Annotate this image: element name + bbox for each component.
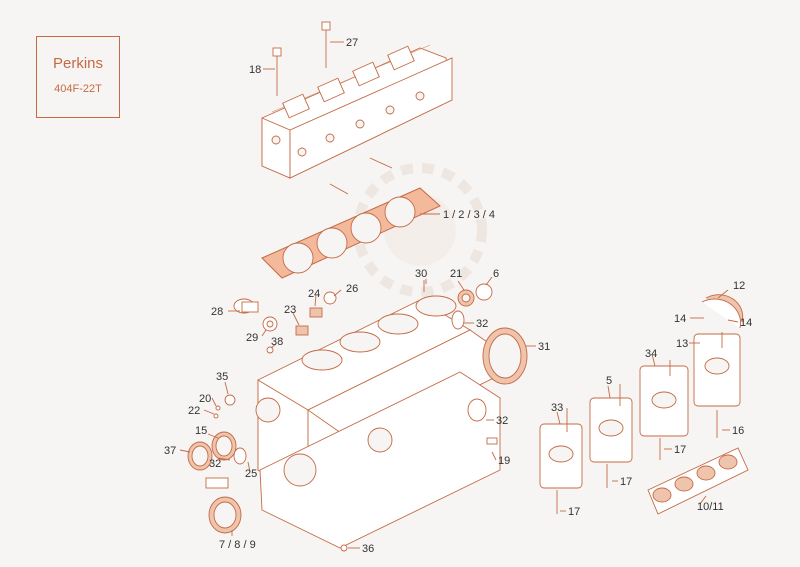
callout-14-right[interactable]: 14 (740, 317, 752, 329)
plug-35[interactable] (224, 394, 236, 406)
plug-23[interactable] (295, 325, 309, 336)
main-bearing-cap-34[interactable] (639, 360, 689, 460)
callout-27[interactable]: 27 (346, 37, 358, 49)
cylinder-head[interactable] (261, 44, 453, 179)
water-outlet-28[interactable] (233, 298, 259, 314)
callout-25[interactable]: 25 (245, 468, 257, 480)
callout-18[interactable]: 18 (249, 64, 261, 76)
plug-32-rear[interactable] (467, 398, 487, 422)
main-bearing-shells-10-11[interactable] (647, 447, 749, 515)
callout-32-upper[interactable]: 32 (476, 318, 488, 330)
callout-1-2-3-4[interactable]: 1 / 2 / 3 / 4 (443, 209, 495, 221)
thrust-washer-12-14[interactable] (701, 294, 744, 329)
callout-29[interactable]: 29 (246, 332, 258, 344)
callout-33[interactable]: 33 (551, 402, 563, 414)
callout-14-left[interactable]: 14 (674, 313, 686, 325)
callout-28[interactable]: 28 (211, 306, 223, 318)
callout-37[interactable]: 37 (164, 445, 176, 457)
callout-10-11[interactable]: 10/11 (697, 501, 724, 513)
callout-20[interactable]: 20 (199, 393, 211, 405)
callout-22[interactable]: 22 (188, 405, 200, 417)
head-bolt-27[interactable] (321, 21, 331, 68)
callout-13[interactable]: 13 (676, 338, 688, 350)
seal-21[interactable] (457, 289, 475, 307)
rear-oil-seal-31[interactable] (482, 327, 528, 385)
plug-19[interactable] (486, 437, 498, 445)
callout-32-front[interactable]: 32 (209, 458, 221, 470)
callout-21[interactable]: 21 (450, 268, 462, 280)
main-bearing-cap-33[interactable] (539, 408, 583, 514)
callout-34[interactable]: 34 (645, 348, 657, 360)
callout-17-right[interactable]: 17 (620, 476, 632, 488)
callout-17-left[interactable]: 17 (568, 506, 580, 518)
dowel-20-22[interactable] (213, 405, 221, 419)
front-seal-7-8-9[interactable] (208, 496, 242, 534)
callout-36[interactable]: 36 (362, 543, 374, 555)
main-bearing-cap-13[interactable] (693, 332, 741, 438)
callout-31[interactable]: 31 (538, 341, 550, 353)
callout-16[interactable]: 16 (732, 425, 744, 437)
callout-5[interactable]: 5 (606, 375, 612, 387)
callout-labels: 27 18 1 / 2 / 3 / 4 30 21 6 24 26 12 14 … (164, 37, 752, 555)
callout-12[interactable]: 12 (733, 280, 745, 292)
plug-32-upper[interactable] (451, 310, 465, 330)
seal-29[interactable] (262, 316, 278, 332)
brand-name: Perkins (52, 55, 104, 72)
callout-23[interactable]: 23 (284, 304, 296, 316)
plug-24[interactable] (309, 307, 323, 318)
callout-6[interactable]: 6 (493, 268, 499, 280)
callout-19[interactable]: 19 (498, 455, 510, 467)
seal-15[interactable] (211, 431, 237, 461)
head-bolt-18[interactable] (272, 47, 282, 96)
model-number: 404F-22T (54, 83, 102, 95)
seal-37[interactable] (187, 441, 213, 471)
head-gasket[interactable] (261, 187, 441, 279)
plug-26[interactable] (323, 291, 337, 305)
model-title-box: Perkins 404F-22T (36, 36, 120, 118)
callout-7-8-9[interactable]: 7 / 8 / 9 (219, 539, 256, 551)
dowel-pins[interactable] (329, 157, 393, 195)
main-bearing-cap-5[interactable] (589, 384, 633, 488)
plug-36[interactable] (340, 544, 348, 552)
cylinder-block[interactable] (255, 295, 521, 549)
callout-32-rear[interactable]: 32 (496, 415, 508, 427)
leader-lines (179, 41, 739, 549)
callout-24[interactable]: 24 (308, 288, 320, 300)
idler-shaft[interactable] (205, 477, 229, 489)
plug-32-front[interactable] (233, 447, 247, 465)
callout-30[interactable]: 30 (415, 268, 427, 280)
plug-38[interactable] (266, 346, 274, 354)
callout-38[interactable]: 38 (271, 336, 283, 348)
callout-26[interactable]: 26 (346, 283, 358, 295)
ring-6[interactable] (475, 283, 493, 301)
callout-35[interactable]: 35 (216, 371, 228, 383)
callout-15[interactable]: 15 (195, 425, 207, 437)
callout-17-mid[interactable]: 17 (674, 444, 686, 456)
